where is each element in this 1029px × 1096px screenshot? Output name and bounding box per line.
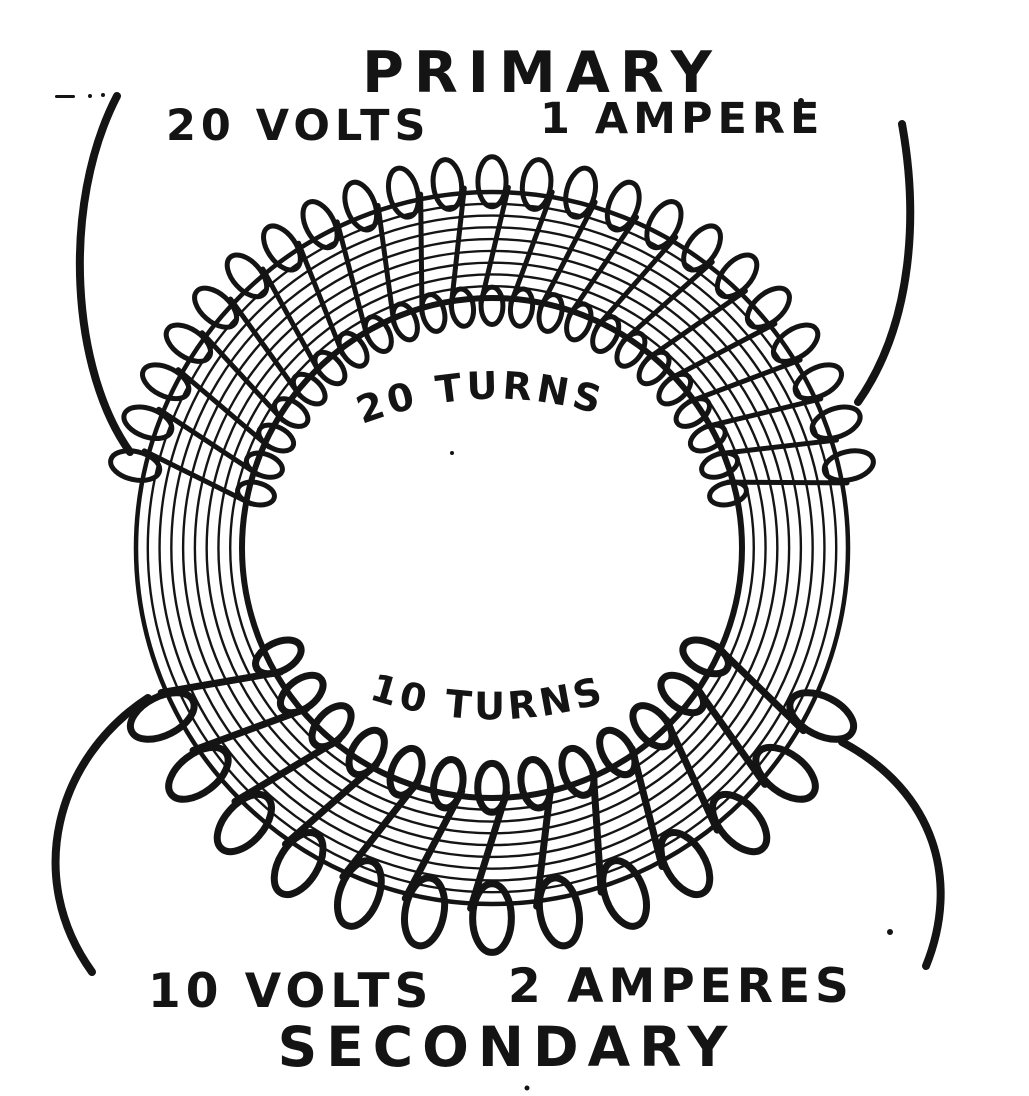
primary-winding-coil [108,154,876,508]
secondary-left-lead-wire [51,694,152,976]
primary-left-lead-wire [75,92,134,456]
secondary-winding-coil [126,636,858,956]
secondary-volts-label: 10 VOLTS [148,964,433,1019]
secondary-title-label: SECONDARY [278,1015,737,1079]
lead-wires [51,92,945,976]
primary-volts-label: 20 VOLTS [166,101,430,151]
secondary-turns-label: 10 TURNS [366,665,610,728]
primary-turns-label: 20 TURNS [351,363,610,432]
secondary-right-lead-wire [838,738,945,970]
ink-specks [55,93,893,1091]
primary-right-lead-wire [854,120,915,406]
primary-amperes-label: 1 AMPERE [540,94,824,144]
secondary-amperes-label: 2 AMPERES [508,959,854,1014]
primary-title-label: PRIMARY [362,40,722,106]
